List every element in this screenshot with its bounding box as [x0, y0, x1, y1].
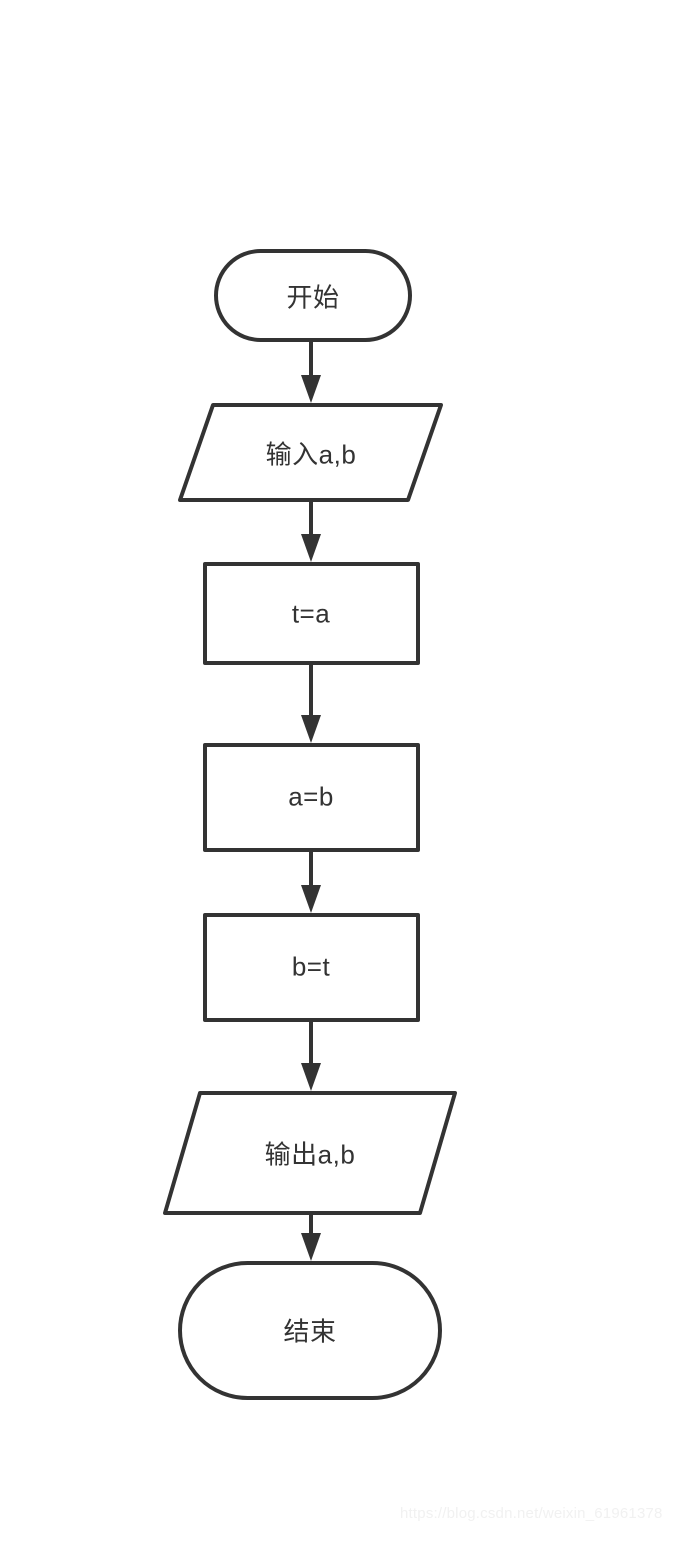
flow-node-assign-a[interactable] — [203, 743, 420, 852]
flow-node-input[interactable] — [178, 403, 443, 502]
flow-node-start[interactable] — [214, 249, 412, 342]
flow-node-assign-t[interactable] — [203, 562, 420, 665]
arrow-head-icon — [301, 1063, 321, 1091]
connector-arrow — [301, 340, 321, 403]
arrow-head-icon — [301, 1233, 321, 1261]
connector-arrow — [301, 850, 321, 913]
edges-group — [301, 340, 321, 1261]
arrow-head-icon — [301, 715, 321, 743]
arrow-head-icon — [301, 885, 321, 913]
flow-node-output[interactable] — [163, 1091, 457, 1215]
connector-arrow — [301, 663, 321, 743]
connector-arrow — [301, 500, 321, 562]
watermark-text: https://blog.csdn.net/weixin_61961378 — [400, 1505, 663, 1522]
arrow-head-icon — [301, 534, 321, 562]
arrow-head-icon — [301, 375, 321, 403]
flow-node-assign-b[interactable] — [203, 913, 420, 1022]
flow-node-end[interactable] — [178, 1261, 442, 1400]
connector-arrow — [301, 1020, 321, 1091]
connector-arrow — [301, 1213, 321, 1261]
nodes-group — [163, 249, 457, 1400]
